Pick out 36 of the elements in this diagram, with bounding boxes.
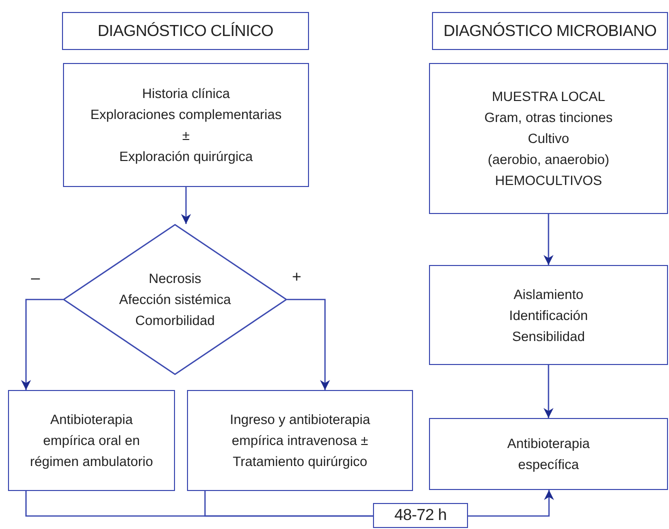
node-text: ± bbox=[182, 127, 190, 145]
arrow bbox=[468, 490, 554, 517]
node-text: Afección sistémica bbox=[119, 291, 231, 309]
process-box bbox=[429, 418, 668, 490]
node-text: Ingreso y antibioterapia empírica intravenosa ± Tratamiento quirúrgico bbox=[228, 411, 372, 471]
arrow bbox=[544, 365, 554, 418]
node-text: Gram, otras tinciones bbox=[484, 109, 613, 127]
node-text: HEMOCULTIVOS bbox=[494, 172, 602, 190]
process-box bbox=[63, 63, 309, 187]
node-text: Exploraciones complementarias bbox=[90, 106, 282, 124]
arrow bbox=[544, 214, 554, 265]
node-text: Comorbilidad bbox=[135, 312, 215, 330]
time-box bbox=[373, 503, 468, 528]
header-box bbox=[432, 12, 668, 50]
node-text: MUESTRA LOCAL bbox=[492, 88, 606, 106]
node-text: Antibioterapia empírica oral en régimen ambulatorio bbox=[28, 411, 154, 471]
node-text: Exploración quirúrgica bbox=[119, 148, 253, 166]
node-text: Sensibilidad bbox=[512, 328, 585, 346]
node-text: Cultivo bbox=[528, 130, 570, 148]
node-text: Antibioterapia específica bbox=[506, 435, 591, 474]
process-box bbox=[429, 265, 668, 365]
node-text: (aerobio, anaerobio) bbox=[488, 151, 610, 169]
heading-text: 48-72 h bbox=[394, 506, 447, 526]
arrow bbox=[287, 298, 330, 390]
node-text: Identificación bbox=[509, 306, 588, 324]
arrow bbox=[21, 298, 63, 390]
node-text: Necrosis bbox=[148, 270, 202, 288]
node-text: Historia clínica bbox=[142, 85, 230, 103]
heading-text: DIAGNÓSTICO CLÍNICO bbox=[98, 21, 274, 42]
arrow bbox=[181, 187, 191, 224]
process-box bbox=[8, 390, 175, 491]
header-box bbox=[62, 12, 309, 50]
process-box bbox=[429, 63, 668, 214]
process-box bbox=[187, 390, 413, 491]
node-text: Aislamiento bbox=[514, 286, 584, 304]
heading-text: DIAGNÓSTICO MICROBIANO bbox=[444, 21, 656, 42]
